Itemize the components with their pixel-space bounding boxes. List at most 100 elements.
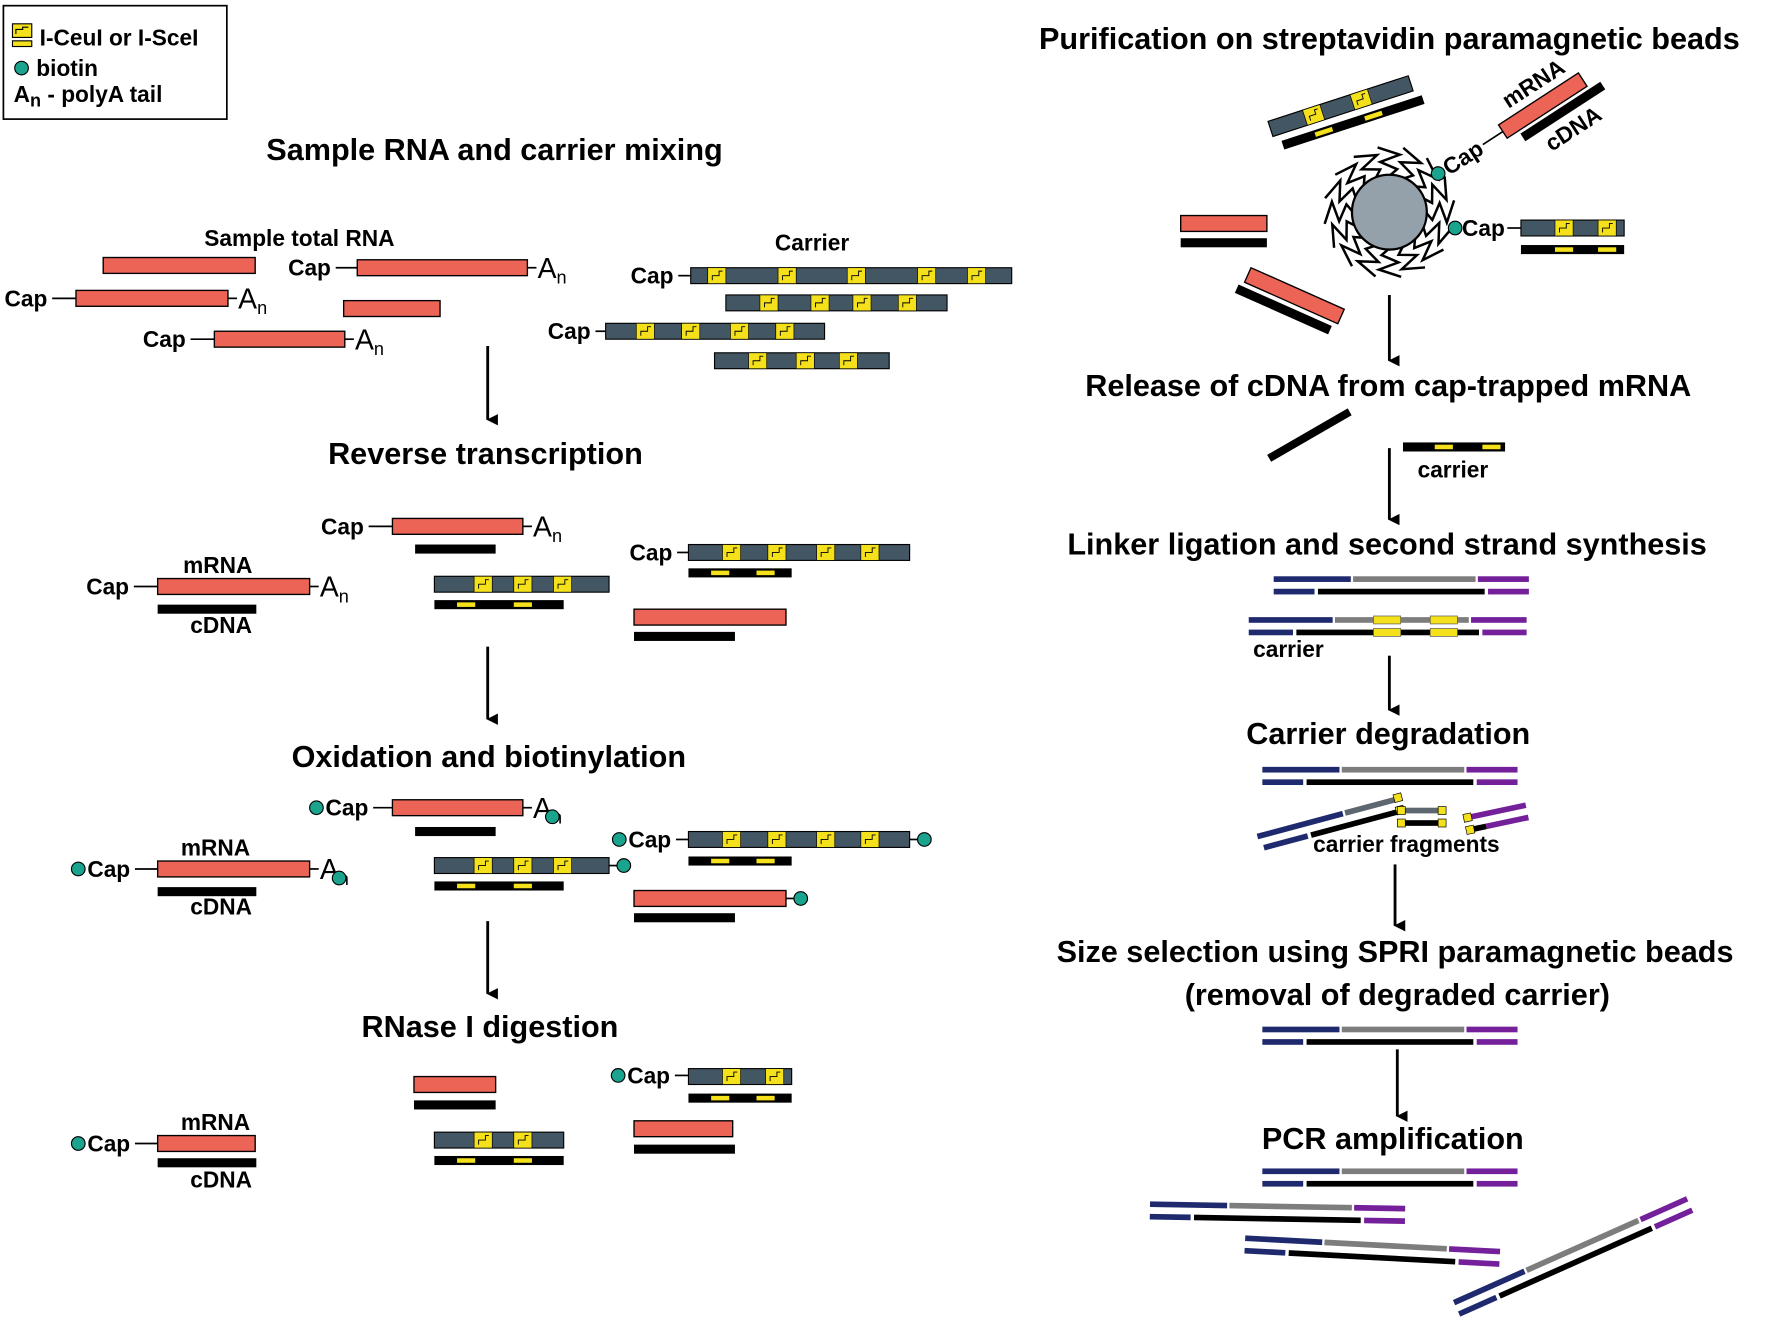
enzyme-site-glyph bbox=[771, 834, 783, 845]
biotin-icon bbox=[1430, 166, 1446, 181]
label-cdna: cDNA bbox=[190, 1167, 252, 1193]
molecules-layer: CapAnCapAnCapAnCapCapCapAnCapAnCapCapAnC… bbox=[5, 72, 1694, 1317]
biotin-icon bbox=[793, 891, 809, 906]
carrier-fragment-right bbox=[1462, 802, 1529, 835]
cap-label: Cap bbox=[627, 1062, 670, 1088]
cdna-strand bbox=[1288, 1250, 1456, 1265]
cdna-strand bbox=[688, 568, 792, 578]
step-title-carrier-degradation: Carrier degradation bbox=[1246, 717, 1530, 751]
cdna-strand bbox=[1193, 1214, 1361, 1224]
insert-strand bbox=[1353, 576, 1476, 582]
enzyme-site-icon bbox=[1396, 818, 1406, 828]
captured-carrier: Cap bbox=[1447, 215, 1625, 255]
cdna-strand bbox=[1306, 1039, 1474, 1045]
linker-5prime bbox=[1262, 1180, 1304, 1187]
enzyme-site-glyph bbox=[1356, 92, 1366, 106]
cdna-site-mark bbox=[1314, 126, 1334, 137]
insert-strand bbox=[1341, 1026, 1465, 1033]
ds-cdna-degradation bbox=[1262, 766, 1518, 786]
cap-label: Cap bbox=[86, 573, 129, 599]
insert-strand bbox=[1341, 766, 1465, 773]
cdna-site-mark bbox=[513, 602, 532, 607]
legend-polya-label: An - polyA tail bbox=[14, 81, 163, 111]
unbound-carrier bbox=[1267, 75, 1425, 150]
linker-3prime bbox=[1466, 1026, 1518, 1033]
carrier-fragment-left bbox=[1256, 792, 1406, 851]
cdna-site-mark bbox=[711, 858, 730, 864]
released-cdna bbox=[1267, 408, 1352, 462]
mrna-strand bbox=[213, 330, 346, 348]
legend-box bbox=[2, 4, 228, 120]
unbound-rna bbox=[1180, 214, 1268, 248]
cap-label: Cap bbox=[628, 826, 671, 852]
enzyme-site-icon bbox=[1462, 812, 1473, 823]
insert-strand bbox=[1334, 617, 1469, 623]
enzyme-site-glyph bbox=[820, 834, 832, 845]
linker-5prime bbox=[1256, 810, 1344, 840]
ds-cdna-linker bbox=[1273, 576, 1529, 595]
mrna-strand bbox=[633, 1120, 734, 1138]
enzyme-site-glyph bbox=[685, 326, 697, 336]
mrna-strand bbox=[75, 289, 229, 307]
cap-label: Cap bbox=[5, 285, 48, 311]
cdna-strand bbox=[1180, 238, 1267, 248]
cdna-strand bbox=[1472, 823, 1487, 832]
enzyme-site-glyph bbox=[726, 1071, 738, 1082]
linker-5prime bbox=[1262, 766, 1340, 773]
linker-3prime bbox=[1476, 1039, 1518, 1045]
paramagnetic-bead-icon bbox=[1350, 173, 1428, 251]
legend: I-CeuI or I-SceI biotin An - polyA tail bbox=[2, 4, 228, 120]
enzyme-site-glyph bbox=[726, 547, 738, 557]
label-carrier-small: carrier bbox=[1418, 457, 1489, 483]
enzyme-site-icon bbox=[1465, 824, 1476, 835]
mrna-strand bbox=[391, 799, 524, 817]
label-carrier: Carrier bbox=[775, 230, 850, 256]
step-title-size-selection: Size selection using SPRI paramagnetic b… bbox=[1057, 935, 1734, 969]
mrna-strand bbox=[1497, 72, 1588, 140]
linker-5prime bbox=[1262, 1026, 1340, 1033]
polya-sub: n bbox=[552, 526, 562, 546]
label-mrna: mRNA bbox=[181, 834, 250, 860]
linker-5prime bbox=[1273, 588, 1315, 595]
linker-5prime bbox=[1273, 576, 1351, 582]
cdna-strand bbox=[434, 600, 564, 610]
linker-3prime bbox=[1639, 1196, 1689, 1223]
cap-label: Cap bbox=[548, 318, 591, 344]
cdna-strand bbox=[413, 1100, 496, 1110]
linker-5prime bbox=[1248, 617, 1333, 623]
cdna-strand bbox=[1520, 81, 1606, 142]
label-carrier-small: carrier bbox=[1253, 636, 1324, 662]
cap-linker bbox=[1482, 130, 1504, 146]
cdna-site-mark bbox=[711, 1095, 730, 1101]
linker-5prime bbox=[1244, 1247, 1286, 1256]
polya-sub: n bbox=[257, 298, 267, 318]
cdna-strand bbox=[688, 1093, 792, 1103]
enzyme-site-glyph bbox=[769, 1071, 781, 1082]
enzyme-site-glyph bbox=[734, 326, 746, 336]
insert-strand bbox=[1525, 1217, 1640, 1273]
cdna-site-mark bbox=[711, 570, 730, 576]
label-mrna: mRNA bbox=[183, 552, 252, 578]
label-cdna: cDNA bbox=[190, 612, 252, 638]
cdna-strand bbox=[634, 1144, 735, 1154]
streptavidin-arm bbox=[1338, 235, 1364, 267]
enzyme-site-glyph bbox=[771, 547, 783, 557]
flow-arrows bbox=[486, 294, 1408, 1122]
polya-tail-label: An bbox=[533, 512, 562, 547]
carrier-strand bbox=[687, 543, 911, 561]
enzyme-site-glyph bbox=[478, 1135, 489, 1145]
enzyme-site-glyph bbox=[782, 270, 793, 281]
cdna-strand bbox=[1306, 779, 1474, 786]
biotin-icon bbox=[70, 861, 86, 877]
carrier-strand bbox=[1344, 797, 1396, 816]
pcr-product bbox=[1452, 1196, 1694, 1317]
enzyme-site-glyph bbox=[1559, 223, 1570, 233]
linker-3prime bbox=[1476, 779, 1518, 786]
enzyme-site-glyph bbox=[1308, 108, 1318, 121]
insert-strand bbox=[1324, 1239, 1447, 1252]
label-sample-total-rna: Sample total RNA bbox=[204, 225, 394, 251]
step-title-oxidation: Oxidation and biotinylation bbox=[292, 740, 686, 774]
step-title-release: Release of cDNA from cap-trapped mRNA bbox=[1085, 369, 1691, 403]
